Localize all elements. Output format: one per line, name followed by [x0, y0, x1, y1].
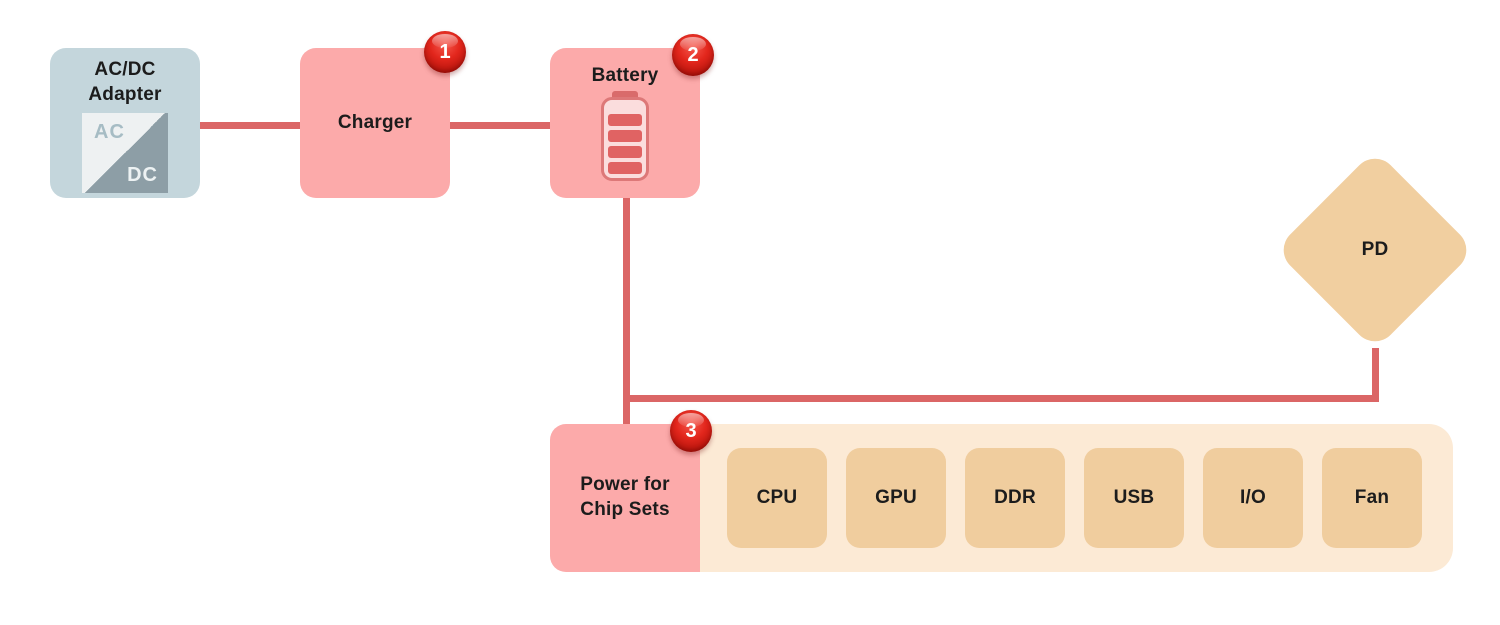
pd-label: PD: [1361, 238, 1389, 260]
chip-ddr-label: DDR: [994, 486, 1036, 508]
node-power-for-chipsets: Power for Chip Sets: [550, 424, 700, 572]
chip-io: I/O: [1203, 448, 1303, 548]
connector-horizontal-bus: [623, 395, 1379, 402]
charger-label: Charger: [337, 111, 413, 133]
step-badge-2: 2: [672, 34, 714, 76]
acdc-icon-dc-text: DC: [127, 164, 158, 187]
node-pd: PD: [1274, 149, 1476, 351]
chip-fan: Fan: [1322, 448, 1422, 548]
chip-cpu-label: CPU: [756, 486, 798, 508]
node-battery: Battery: [550, 48, 700, 198]
chip-gpu-label: GPU: [875, 486, 917, 508]
chip-fan-label: Fan: [1354, 486, 1390, 508]
acdc-icon-ac-text: AC: [94, 121, 125, 144]
battery-level-bar: [608, 129, 642, 142]
step-badge-3: 3: [670, 410, 712, 452]
step-badge-1-number: 1: [439, 40, 451, 63]
step-badge-3-number: 3: [685, 419, 697, 442]
chip-io-label: I/O: [1240, 486, 1266, 508]
node-acdc-adapter: AC/DC Adapter AC DC: [50, 48, 200, 198]
chip-ddr: DDR: [965, 448, 1065, 548]
chip-usb-label: USB: [1113, 486, 1155, 508]
step-badge-1: 1: [424, 31, 466, 73]
connector-adapter-to-charger: [200, 122, 300, 129]
connector-charger-to-battery: [450, 122, 550, 129]
connector-battery-to-power: [623, 198, 630, 427]
chip-gpu: GPU: [846, 448, 946, 548]
battery-level-bar: [608, 113, 642, 126]
battery-icon: [601, 90, 649, 181]
chip-usb: USB: [1084, 448, 1184, 548]
battery-level-bar: [608, 161, 642, 174]
battery-label: Battery: [591, 65, 659, 86]
connector-pd-to-bus: [1372, 348, 1379, 402]
chipset-bar: CPU GPU DDR USB I/O Fan: [550, 424, 1453, 572]
acdc-icon: AC DC: [82, 113, 168, 194]
step-badge-2-number: 2: [687, 43, 699, 66]
chip-cpu: CPU: [727, 448, 827, 548]
battery-level-bar: [608, 145, 642, 158]
acdc-adapter-label: AC/DC Adapter: [88, 59, 162, 105]
node-charger: Charger: [300, 48, 450, 198]
battery-icon-body: [601, 96, 649, 181]
power-for-chipsets-label: Power for Chip Sets: [580, 474, 670, 520]
